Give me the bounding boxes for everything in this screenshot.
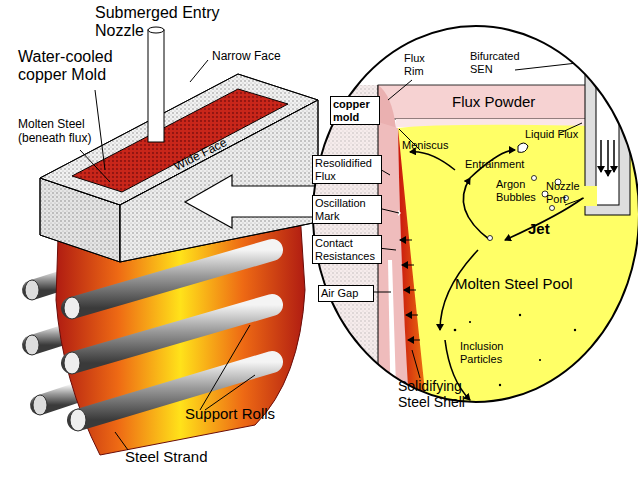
nozzle-label: Submerged Entry Nozzle xyxy=(95,4,235,41)
mold-label: copper mold xyxy=(330,96,380,125)
bubbles-label: Argon Bubbles xyxy=(496,178,541,203)
magnified-view xyxy=(310,20,638,420)
sen-label: Bifurcated SEN xyxy=(470,50,536,75)
flux-rim-label: Flux Rim xyxy=(404,52,436,77)
inclusion-label: Inclusion Particles xyxy=(460,340,520,365)
mark-label: Oscillation Mark xyxy=(312,195,382,224)
port-label: Nozzle Port xyxy=(546,180,584,205)
pool-label: Molten Steel Pool xyxy=(455,275,605,292)
strand-label: Steel Strand xyxy=(125,448,235,465)
leader-lines xyxy=(80,60,255,450)
entrainment-label: Entrainment xyxy=(465,158,535,171)
steel-label: Molten Steel (beneath flux) xyxy=(18,118,110,146)
jet-label: Jet xyxy=(528,220,558,237)
face-label: Narrow Face xyxy=(212,50,292,64)
submerged-entry-nozzle xyxy=(148,27,164,142)
meniscus-label: Meniscus xyxy=(402,139,462,152)
shell-label: Solidifying Steel Shell xyxy=(398,378,488,410)
flux-label: Flux Powder xyxy=(452,93,562,110)
flux-label: Resolidified Flux xyxy=(312,155,382,184)
magnifier-outline xyxy=(313,26,638,402)
flux-label: Liquid Flux xyxy=(525,128,595,141)
zoom-arrow xyxy=(185,175,318,228)
gap-label: Air Gap xyxy=(318,285,374,302)
resistance-label: Contact Resistances xyxy=(312,235,382,264)
mold-label: Water-cooled copper Mold xyxy=(18,48,153,85)
rolls-label: Support Rolls xyxy=(185,405,295,422)
front-rolls xyxy=(64,250,272,431)
copper-mold xyxy=(40,74,318,262)
